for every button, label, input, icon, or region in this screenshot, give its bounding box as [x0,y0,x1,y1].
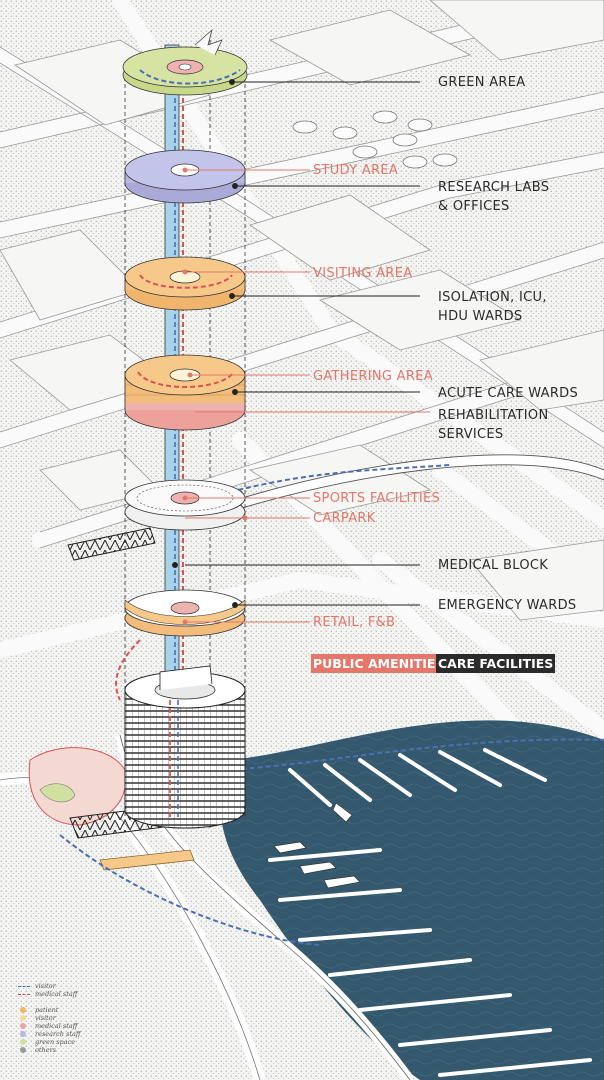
disc-gathering-acute-rehab [124,354,246,431]
legend-visitor: visitor [18,1014,80,1022]
label-isolation: ISOLATION, ICU, HDU WARDS [438,288,547,326]
label-gathering-area: GATHERING AREA [313,369,433,384]
disc-study-area [124,149,246,204]
label-acute-care: ACUTE CARE WARDS [438,386,579,401]
marina [0,720,604,1080]
label-green-area: GREEN AREA [438,75,526,90]
disc-emergency-retail [115,589,246,701]
storage-tanks [292,110,458,169]
main-tower [124,665,246,829]
label-sports-facilities: SPORTS FACILITIES [313,491,441,506]
label-rehabilitation-line1: REHABILITATION [438,408,549,423]
leader-lines-red [182,167,430,625]
disc-sports-carpark [124,464,451,531]
disc-green-area [122,28,248,96]
label-research-labs-line1: RESEARCH LABS [438,180,550,195]
legend-medical-staff: medical staff [18,1022,80,1030]
legend-line-visitor-label: visitor [35,982,56,990]
legend-research-staff-swatch [20,1031,26,1037]
tag-public-amenities: PUBLIC AMENITIES [311,654,447,673]
label-study-area: STUDY AREA [313,163,399,178]
label-carpark: CARPARK [313,511,376,526]
legend-medical-staff-label: medical staff [35,1022,78,1030]
label-research-labs: RESEARCH LABS & OFFICES [438,178,549,216]
legend-patient-swatch [20,1007,26,1013]
label-retail: RETAIL, F&B [313,615,396,630]
legend-patient-label: patient [35,1006,59,1014]
legend-others-label: others [35,1046,57,1054]
legend-line-medical-staff: medical staff [18,990,80,998]
legend-green-space-label: green space [35,1038,76,1046]
disc-visiting-area [124,256,246,311]
legend-others-swatch [20,1047,26,1053]
label-research-labs-line2: & OFFICES [438,199,510,214]
legend: visitor medical staff patient visitor me… [18,982,80,1054]
footbridge [67,527,156,561]
legend-research-staff: research staff [18,1030,80,1038]
legend-line-medical-label: medical staff [35,990,78,998]
leader-lines [172,79,420,608]
label-isolation-line1: ISOLATION, ICU, [438,290,547,305]
label-rehabilitation: REHABILITATION SERVICES [438,406,549,444]
legend-line-visitor: visitor [18,982,80,990]
legend-line-visitor-swatch [18,985,30,987]
label-visiting-area: VISITING AREA [313,266,413,281]
legend-green-space: green space [18,1038,80,1046]
legend-research-staff-label: research staff [35,1030,81,1038]
legend-others: others [18,1046,80,1054]
tag-care-facilities: CARE FACILITIES [436,654,556,673]
label-isolation-line2: HDU WARDS [438,309,523,324]
label-rehabilitation-line2: SERVICES [438,427,504,442]
legend-visitor-label: visitor [35,1014,56,1022]
legend-green-space-swatch [20,1039,26,1045]
label-medical-block: MEDICAL BLOCK [438,558,549,573]
legend-visitor-swatch [20,1015,26,1021]
label-emergency-wards: EMERGENCY WARDS [438,598,577,613]
legend-patient: patient [18,1006,80,1014]
legend-medical-staff-swatch [20,1023,26,1029]
legend-line-medical-swatch [18,993,30,995]
